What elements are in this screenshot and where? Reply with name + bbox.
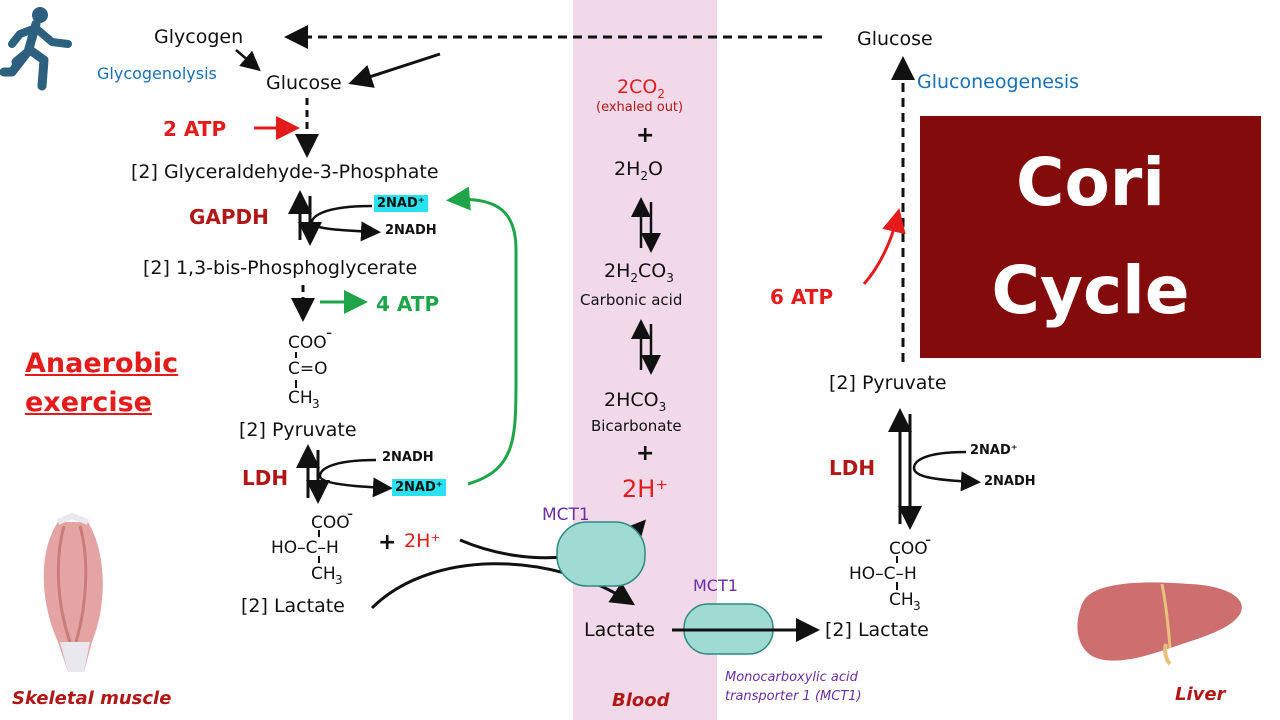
blood-label: Blood	[612, 690, 670, 711]
title-line-1: Cori	[1016, 144, 1165, 221]
liver-ldh-cofactor-arrow	[912, 450, 981, 492]
skeletal-muscle-label: Skeletal muscle	[12, 688, 172, 709]
co2-label: 2CO2	[617, 76, 665, 101]
exercise-line-2: exercise	[25, 387, 152, 418]
glucose-input-arrow	[348, 52, 441, 88]
carbonic-acid-label: Carbonic acid	[580, 291, 683, 309]
liver-lactate-struct-ch: CH	[889, 590, 914, 610]
glycogenolysis-arrow	[235, 49, 261, 72]
mct-full-line-2: transporter 1 (MCT1)	[725, 689, 862, 704]
h2o-label: 2H2O	[614, 158, 663, 183]
hco3-label: 2HCO3	[604, 389, 667, 414]
pyruvate-struct-sub: 3	[312, 397, 320, 411]
pyruvate-struct-co: C=O	[288, 359, 328, 379]
liver-nadh-label: 2NADH	[984, 474, 1036, 489]
pyruvate-struct-ch: CH	[288, 388, 313, 408]
gluconeogenesis-label: Gluconeogenesis	[917, 71, 1080, 93]
ldh-cofactor-arrow	[318, 458, 393, 498]
h2co3-label: 2H2CO3	[604, 260, 674, 285]
liver-lactate-struct-coo: COO	[889, 539, 928, 559]
blood-lactate-label: Lactate	[584, 619, 655, 641]
title-box: Cori Cycle	[920, 116, 1261, 358]
exhaled-label: (exhaled out)	[596, 100, 684, 115]
bpg-label: [2] 1,3-bis-Phosphoglycerate	[143, 257, 418, 279]
lactate-struct-ch: CH	[311, 564, 336, 584]
muscle-glucose-label: Glucose	[266, 72, 342, 94]
muscle-ldh-label: LDH	[242, 466, 289, 490]
gapdh-label: GAPDH	[189, 205, 269, 229]
lactate-struct-charge: -	[347, 504, 354, 524]
liver-ldh-label: LDH	[829, 456, 876, 480]
blood-plus-1: +	[636, 123, 655, 148]
title-line-2: Cycle	[991, 252, 1190, 329]
nad-top-label: 2NAD⁺	[374, 195, 428, 212]
g3p-label: [2] Glyceraldehyde-3-Phosphate	[131, 161, 439, 183]
pyruvate-struct-charge: -	[326, 323, 333, 343]
bicarbonate-label: Bicarbonate	[591, 417, 682, 435]
blood-plus-2: +	[636, 441, 655, 466]
blood-proton-label: 2H⁺	[622, 475, 668, 503]
nadh-top-label: 2NADH	[385, 223, 437, 238]
gapdh-cofactor-arrow	[310, 204, 381, 242]
exercise-line-1: Anaerobic	[25, 348, 179, 379]
nad-bottom-label: 2NAD⁺	[392, 479, 446, 496]
liver-lactate-struct-charge: -	[925, 530, 932, 550]
liver-glucose-label: Glucose	[857, 28, 933, 50]
nadh-bottom-label: 2NADH	[382, 450, 434, 465]
mct1-bottom-label: MCT1	[693, 576, 738, 595]
liver-label: Liver	[1175, 684, 1226, 705]
liver-atp-arrow	[862, 208, 906, 285]
glycogen-label: Glycogen	[154, 26, 244, 48]
muscle-icon	[43, 512, 103, 672]
muscle-lactate-label: [2] Lactate	[241, 595, 345, 617]
liver-lactate-struct-hoch: HO–C–H	[849, 564, 917, 584]
liver-lactate-struct-sub: 3	[913, 599, 921, 613]
mct-full-line-1: Monocarboxylic acid	[725, 670, 858, 685]
lactate-struct-sub: 3	[335, 573, 343, 587]
pyruvate-struct-coo: COO	[288, 333, 327, 353]
mct1-transporter-top	[556, 521, 646, 587]
lactate-struct-hoch: HO–C–H	[271, 538, 339, 558]
atp-in-label: 2 ATP	[163, 117, 227, 141]
glycogenolysis-label: Glycogenolysis	[97, 64, 217, 83]
muscle-plus-label: +	[378, 530, 397, 555]
muscle-pyruvate-label: [2] Pyruvate	[239, 419, 357, 441]
mct1-top-label: MCT1	[542, 505, 590, 525]
liver-atp-label: 6 ATP	[770, 285, 834, 309]
muscle-proton-label: 2H⁺	[404, 530, 441, 552]
liver-pyruvate-label: [2] Pyruvate	[829, 372, 947, 394]
runner-icon	[0, 7, 72, 91]
atp-out-label: 4 ATP	[376, 292, 440, 316]
liver-lactate-label: [2] Lactate	[825, 619, 929, 641]
lactate-struct-coo: COO	[311, 513, 350, 533]
liver-nad-label: 2NAD⁺	[970, 443, 1018, 458]
liver-icon	[1077, 582, 1242, 666]
nad-regeneration-arrow	[446, 186, 518, 486]
